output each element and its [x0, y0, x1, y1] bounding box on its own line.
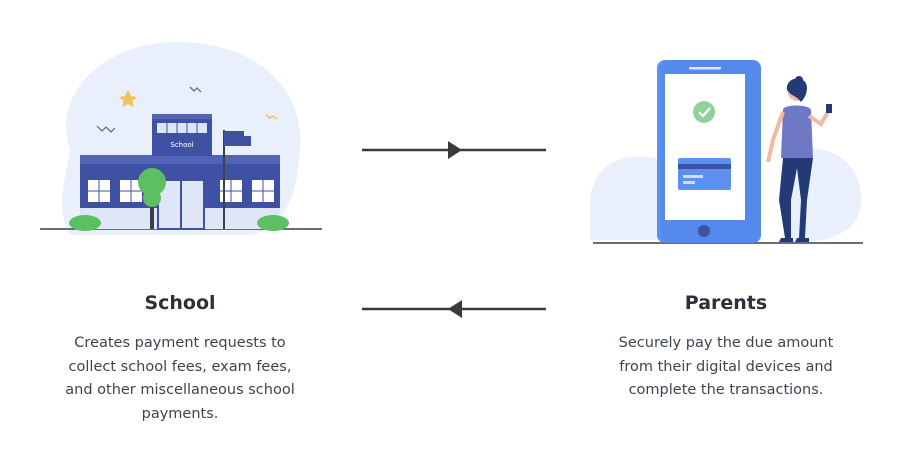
parents-description: Securely pay the due amount from their d… — [586, 332, 866, 403]
arrow-right-icon — [362, 141, 546, 159]
school-description-line: collect school fees, exam fees, — [68, 358, 292, 375]
school-description: Creates payment requests to collect scho… — [40, 332, 320, 426]
school-description-line: Creates payment requests to — [74, 335, 286, 351]
parents-description-line: Securely pay the due amount — [618, 335, 834, 351]
school-building-graphic: School — [40, 41, 322, 235]
school-to-parents-arrow — [360, 139, 548, 161]
building-sign-text: School — [170, 141, 193, 149]
parents-title: Parents — [684, 292, 768, 314]
school-description-line: payments. — [141, 405, 219, 422]
parents-illustration — [585, 40, 870, 255]
school-illustration: School — [30, 30, 330, 265]
parents-description-line: from their digital devices and — [619, 358, 833, 375]
parents-description-line: complete the transactions. — [628, 382, 824, 398]
phone-and-person-graphic — [590, 60, 863, 244]
school-description-line: and other miscellaneous school — [65, 382, 295, 398]
school-title: School — [144, 292, 216, 314]
parents-to-school-arrow — [360, 298, 548, 320]
arrow-left-icon — [362, 300, 546, 318]
